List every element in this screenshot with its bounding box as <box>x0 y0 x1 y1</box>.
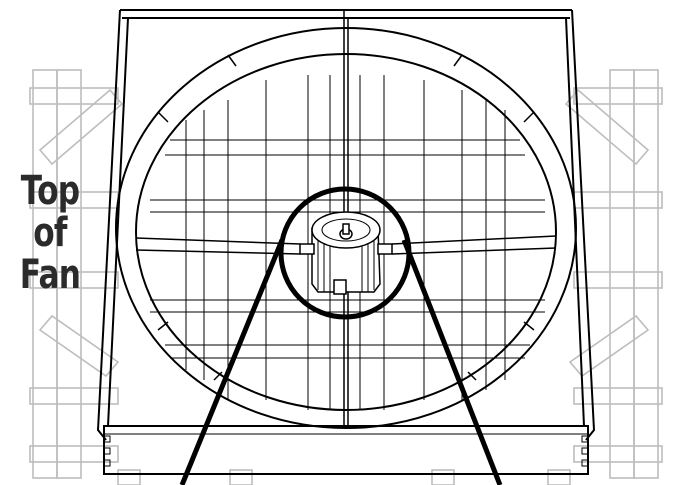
label-line-1: Top <box>20 168 80 214</box>
crate-bottom-feet <box>117 469 571 485</box>
venturi-ring-outer <box>115 27 577 429</box>
fan-motor <box>299 211 393 295</box>
label-line-3: Fan <box>19 252 81 298</box>
housing-bottom-panel <box>103 425 589 475</box>
callout-leader-right <box>401 239 503 485</box>
venturi-ring <box>115 27 577 429</box>
crate-right-post-outer <box>633 69 659 479</box>
crate-right-rails <box>573 87 663 463</box>
motor-mount-left <box>299 243 315 255</box>
venturi-ring-tabs <box>157 54 535 381</box>
top-of-fan-label: Top of Fan <box>14 170 86 296</box>
motor-mount-right <box>377 243 393 255</box>
motor-junction-box <box>333 279 347 295</box>
housing-panel-bolts <box>103 435 589 467</box>
venturi-ring-inner <box>135 53 557 411</box>
crate-diagonal-braces <box>38 88 650 378</box>
crate-left-rails <box>29 87 119 463</box>
motor-callout <box>179 186 503 485</box>
horizontal-strut-right <box>391 235 557 245</box>
crate-right-post-inner <box>609 69 635 479</box>
callout-leader-left <box>179 239 285 485</box>
motor-fins <box>317 238 375 292</box>
label-line-2: of <box>33 210 67 256</box>
horizontal-strut-left <box>135 237 301 245</box>
crate-left-post-inner <box>56 69 82 479</box>
